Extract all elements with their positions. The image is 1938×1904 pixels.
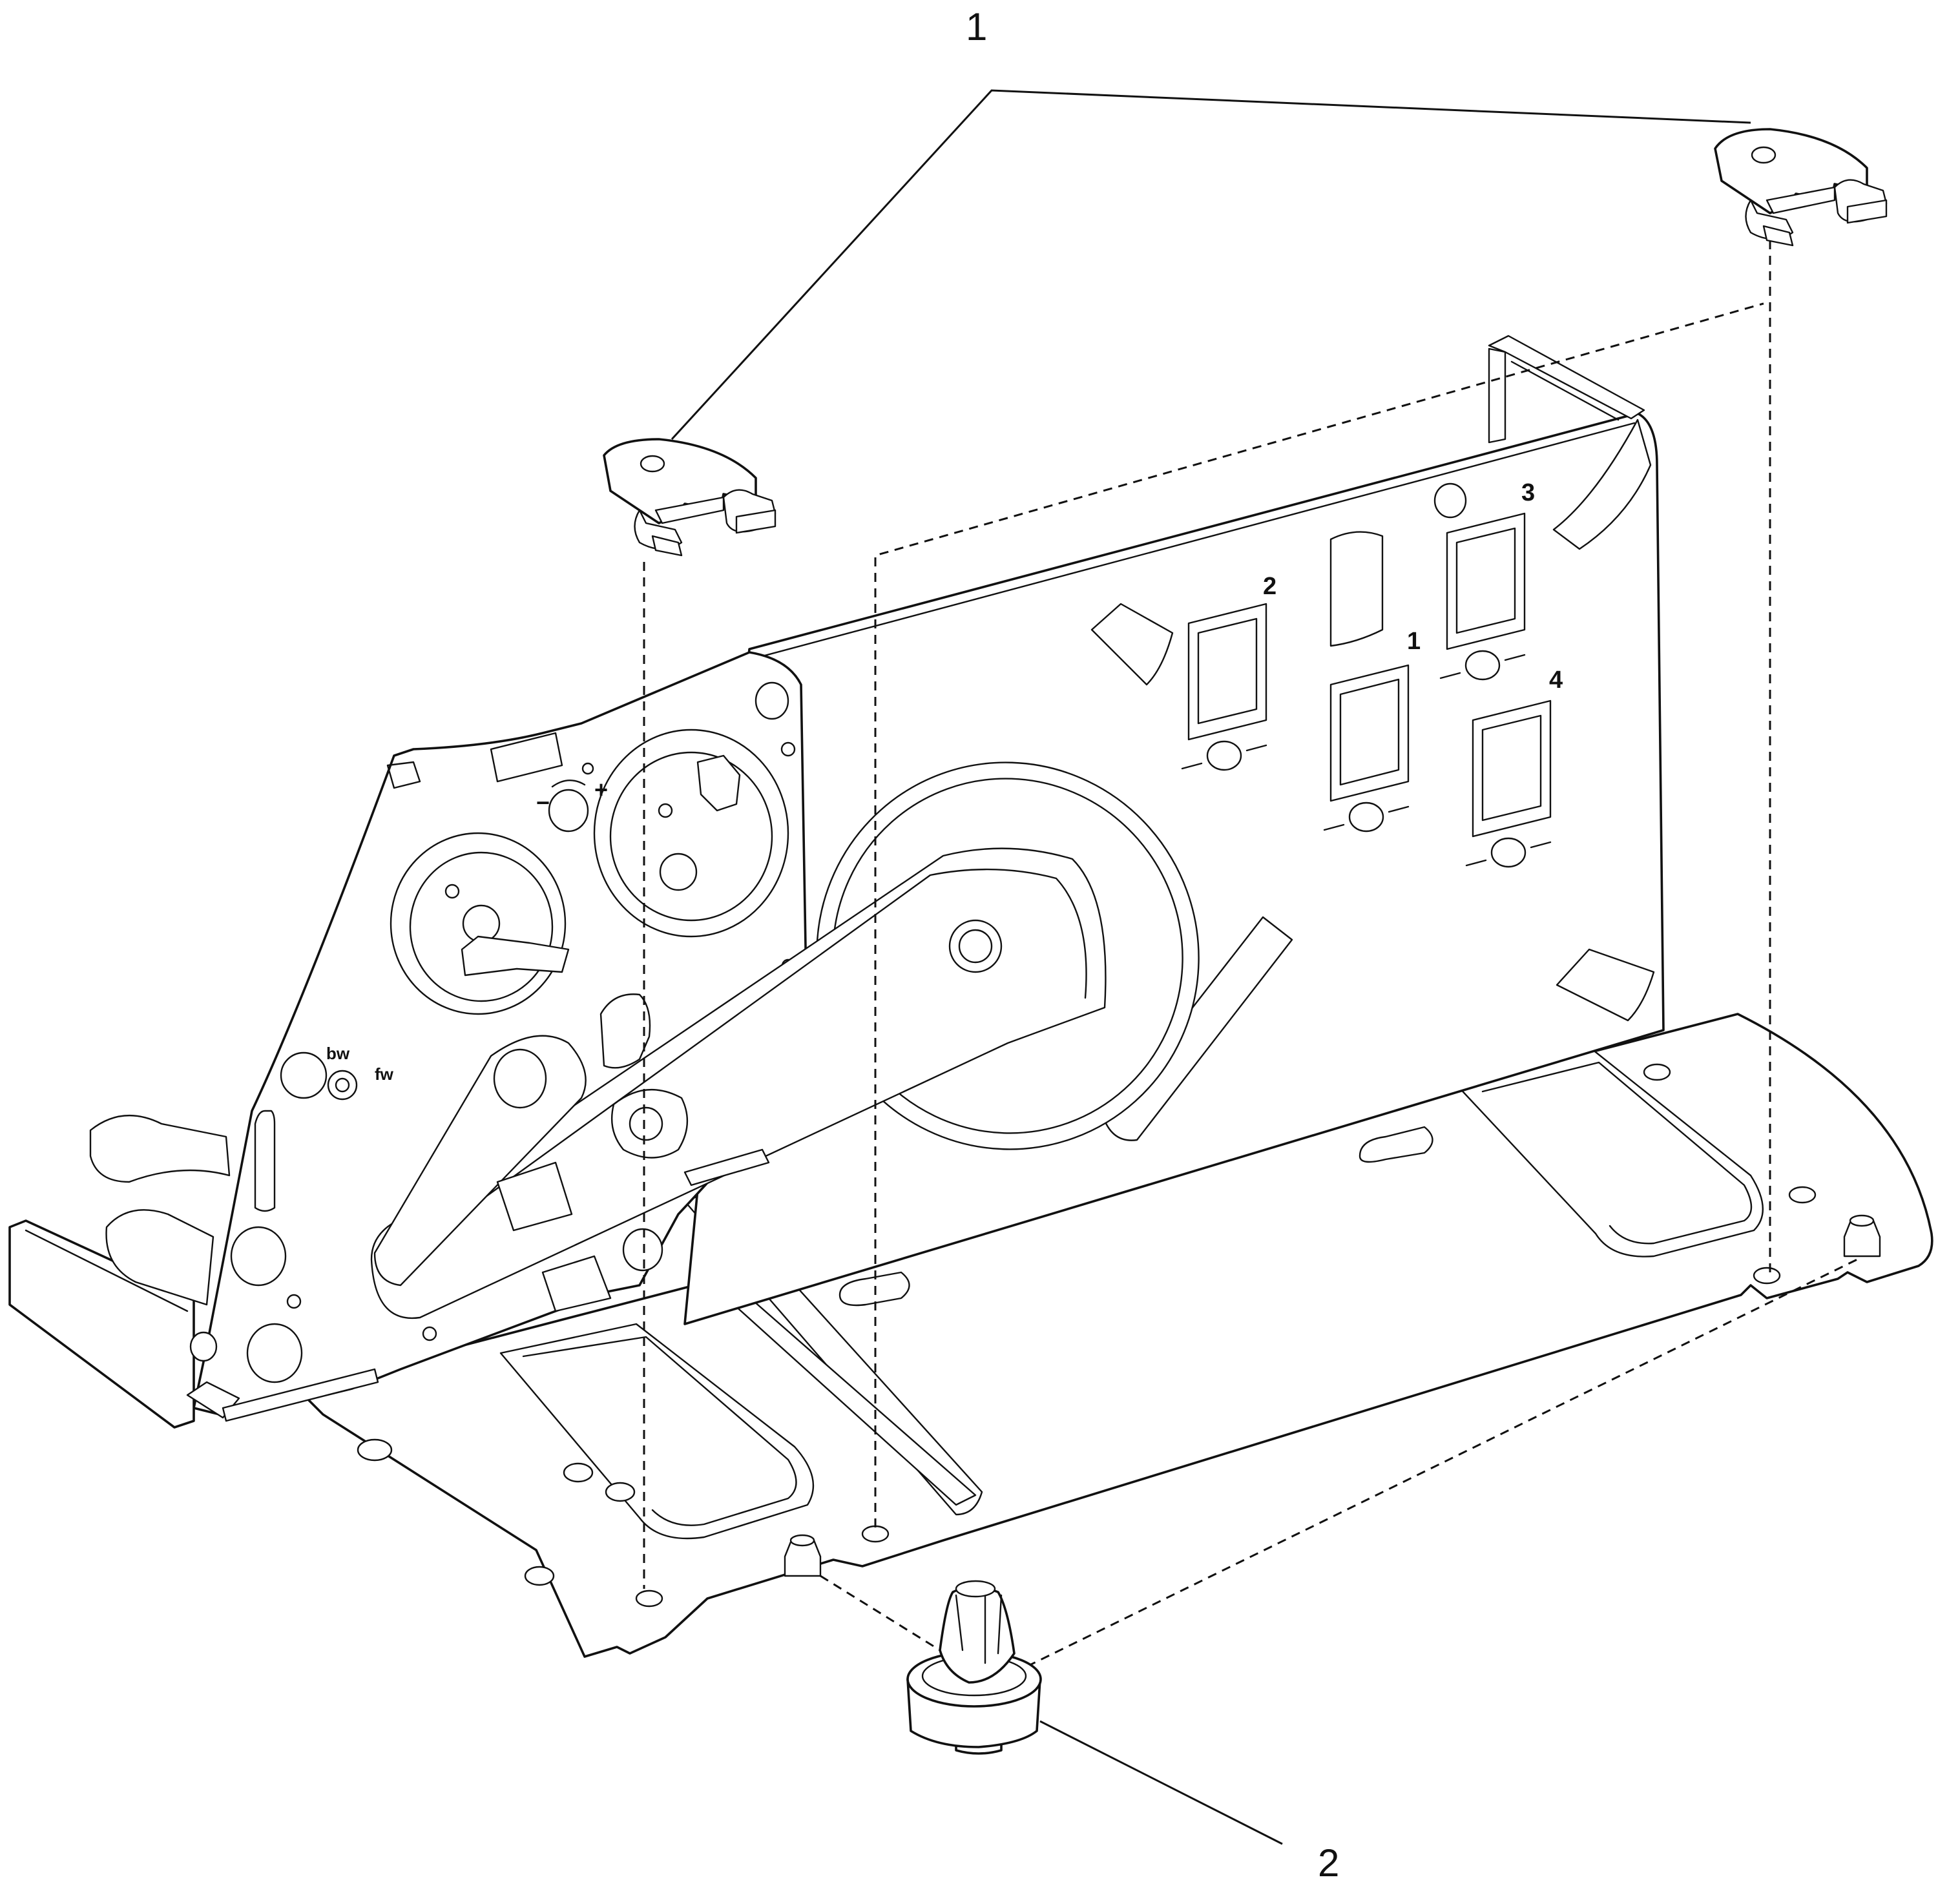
side-frame: − + bw fw (193, 651, 1107, 1419)
snap-fit-foot (906, 1580, 1042, 1755)
dial-right (593, 729, 789, 938)
mounting-clip-right (1714, 128, 1888, 247)
base-nub-left (784, 1534, 822, 1577)
callout-1: 1 (966, 5, 987, 48)
slot-window-1 (1323, 664, 1410, 833)
slot-number-2: 2 (1263, 573, 1276, 600)
bw-label: bw (326, 1044, 350, 1063)
slot-window-4 (1465, 699, 1552, 868)
slot-number-4: 4 (1549, 667, 1563, 694)
fw-label: fw (375, 1064, 394, 1084)
dial-left (390, 832, 570, 1015)
slot-window-3 (1439, 512, 1526, 681)
mounting-clip-left (603, 438, 776, 557)
direction-selector: bw fw (280, 1044, 394, 1101)
slot-number-1: 1 (1407, 628, 1421, 655)
callout-2: 2 (1318, 1841, 1339, 1885)
slot-window-2 (1181, 603, 1267, 771)
callout-leaders (671, 89, 1751, 1845)
base-nub-right (1843, 1214, 1881, 1257)
assembly-lines (643, 240, 1858, 1668)
minus-sign: − (536, 789, 550, 816)
front-tray (8, 1114, 379, 1429)
plus-sign: + (594, 776, 608, 803)
small-dial: − + (536, 776, 608, 833)
slot-number-3: 3 (1521, 479, 1535, 506)
